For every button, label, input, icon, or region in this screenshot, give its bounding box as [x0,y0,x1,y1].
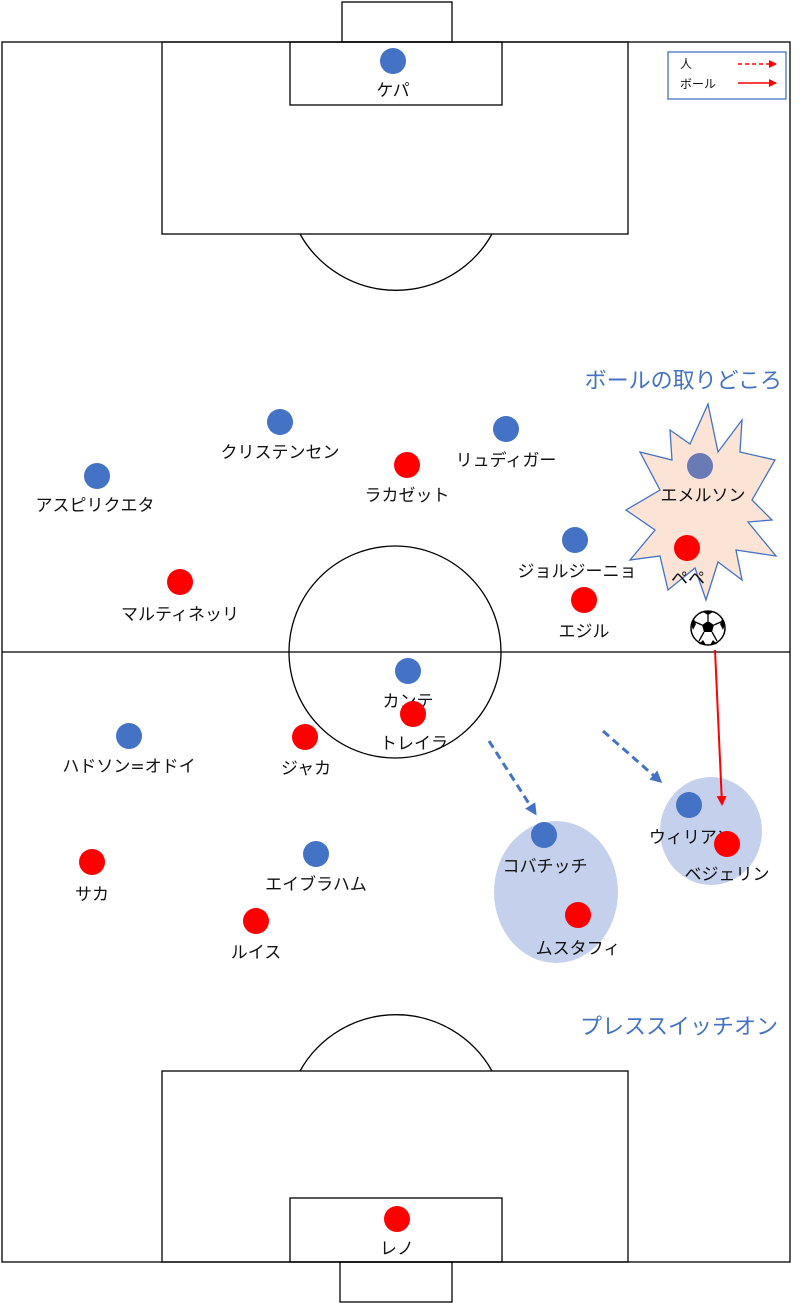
player-label-xhaka: ジャカ [281,759,331,779]
legend-box [667,51,787,100]
player-marker-kante [395,658,421,684]
player-marker-leno [384,1206,410,1232]
bottom-goal [339,1261,453,1303]
player-marker-rudiger [493,416,519,442]
center-circle [288,545,502,759]
player-marker-abraham [303,841,329,867]
player-label-bellerin: ベジェリン [685,865,770,885]
annotation-ball-win-area: ボールの取りどころ [585,369,782,394]
player-label-willian: ウィリアン [649,828,733,848]
player-marker-torreira [400,701,426,727]
player-label-kepa: ケパ [376,81,409,101]
player-marker-emerson [687,453,713,479]
player-marker-lacazette [394,452,420,478]
player-label-abraham: エイブラハム [265,874,367,895]
bottom-penalty-arc [299,1014,493,1072]
player-marker-luiz [243,908,269,934]
top-goal [341,1,453,43]
player-label-emerson: エメルソン [661,486,746,506]
player-label-christensen: クリステンセン [221,443,340,463]
player-label-lacazette: ラカゼット [365,486,450,506]
bottom-penalty-box [161,1070,629,1263]
player-marker-kepa [380,48,406,74]
player-label-martinelli: マルティネッリ [121,605,239,625]
player-label-mustafi: ムスタフィ [536,939,621,959]
legend-person-label: 人 [680,57,692,71]
player-label-jorginho: ジョルジーニョ [518,562,637,582]
player-marker-azpilicueta [84,463,110,489]
player-marker-kovacic [531,822,557,848]
ball-pass-arrow [714,649,727,806]
annotation-press-switch: プレススイッチオン [580,1015,778,1040]
legend: 人 ボール [667,51,787,100]
player-marker-jorginho [562,527,588,553]
player-label-rudiger: リュディガー [456,450,557,471]
player-marker-bellerin [714,831,740,857]
player-label-saka: サカ [75,885,109,905]
player-marker-mustafi [565,902,591,928]
players: ケパ クリステンセン リュディガー アスピリクエタ エメルソン ジョルジーニョ … [36,48,770,1259]
press-run-arrow-kovacic [487,740,537,816]
player-marker-pepe [674,535,700,561]
player-marker-willian [676,792,702,818]
player-marker-saka [79,849,105,875]
legend-ball-label: ボール [680,77,716,91]
soccer-ball-icon [690,610,726,646]
player-label-leno: レノ [380,1239,414,1259]
player-marker-xhaka [292,724,318,750]
press-zone-center [494,821,618,963]
player-label-hudson-odoi: ハドソン=オドイ [62,757,195,777]
top-goal-box [289,41,503,106]
player-label-kovacic: コバチッチ [503,857,588,877]
player-marker-ozil [571,587,597,613]
top-penalty-arc [299,233,493,291]
player-label-torreira: トレイラ [380,734,448,754]
player-marker-martinelli [167,569,193,595]
player-marker-hudson-odoi [116,723,142,749]
press-run-arrow-willian [602,729,663,783]
player-label-pepe: ペペ [671,569,705,589]
player-label-ozil: エジル [559,622,610,642]
ball-win-burst [624,401,778,603]
player-marker-christensen [267,409,293,435]
player-label-azpilicueta: アスピリクエタ [36,496,155,516]
player-label-luiz: ルイス [231,943,282,963]
bottom-goal-box [289,1197,503,1263]
